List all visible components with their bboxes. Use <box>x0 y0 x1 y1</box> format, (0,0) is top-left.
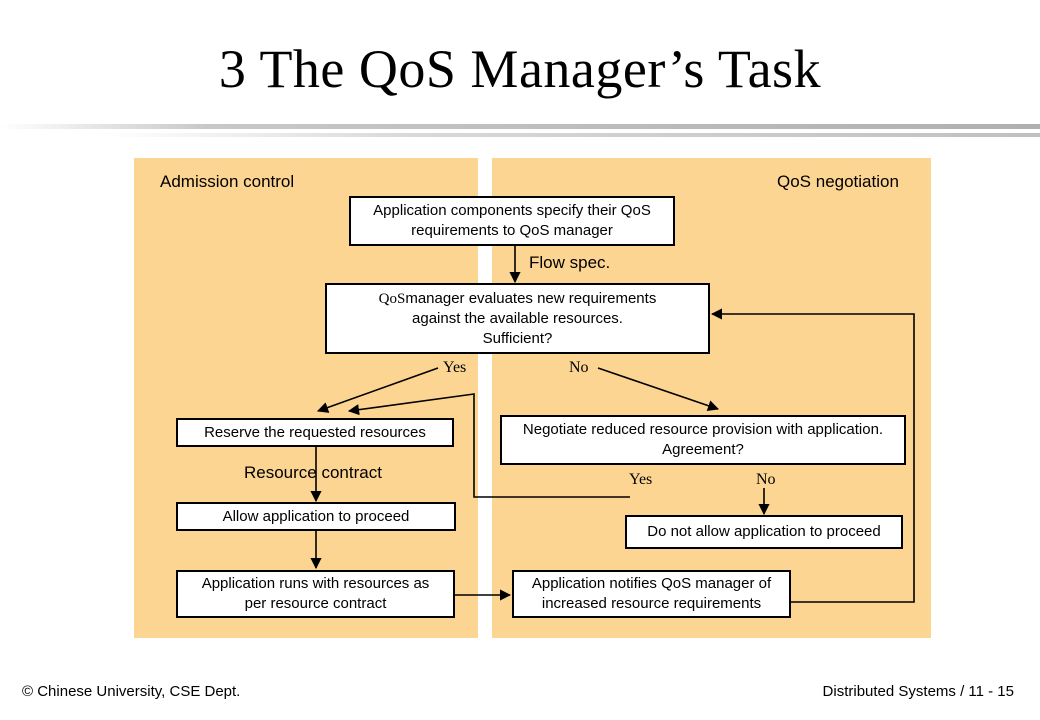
resource-contract-label: Resource contract <box>244 463 382 482</box>
allow-proceed-box: Allow application to proceed <box>176 502 456 531</box>
no-label-sufficient: No <box>569 359 589 376</box>
arrow-yes-to-reserve <box>316 367 439 413</box>
negotiate-box: Negotiate reduced resource provision wit… <box>500 415 906 465</box>
evaluate-requirements-box: QoSmanager evaluates new requirements ag… <box>325 283 710 354</box>
application-runs-box: Application runs with resources as per r… <box>176 570 455 618</box>
admission-control-label: Admission control <box>160 172 295 191</box>
title-divider <box>0 124 1040 129</box>
qos-prefix: QoS <box>378 290 406 307</box>
arrow-agreement-loop <box>347 393 630 498</box>
footer-copyright: © Chinese University, CSE Dept. <box>22 683 241 700</box>
arrow-no-to-negotiate <box>597 367 720 412</box>
qos-negotiation-label: QoS negotiation <box>777 172 899 191</box>
flow-spec-label: Flow spec. <box>529 253 611 272</box>
application-notifies-box: Application notifies QoS manager of incr… <box>512 570 791 618</box>
title-divider-lower <box>0 133 1040 137</box>
no-label-agreement: No <box>756 471 776 488</box>
yes-label-sufficient: Yes <box>443 359 467 376</box>
slide-title: 3 The QoS Manager’s Task <box>218 39 822 99</box>
specify-requirements-box: Application components specify their QoS… <box>349 196 675 246</box>
footer-page-ref: Distributed Systems / 11 - 15 <box>822 683 1014 700</box>
deny-proceed-box: Do not allow application to proceed <box>625 515 903 549</box>
yes-label-agreement: Yes <box>629 471 653 488</box>
reserve-resources-box: Reserve the requested resources <box>176 418 454 447</box>
arrow-notifies-loop <box>710 308 915 603</box>
